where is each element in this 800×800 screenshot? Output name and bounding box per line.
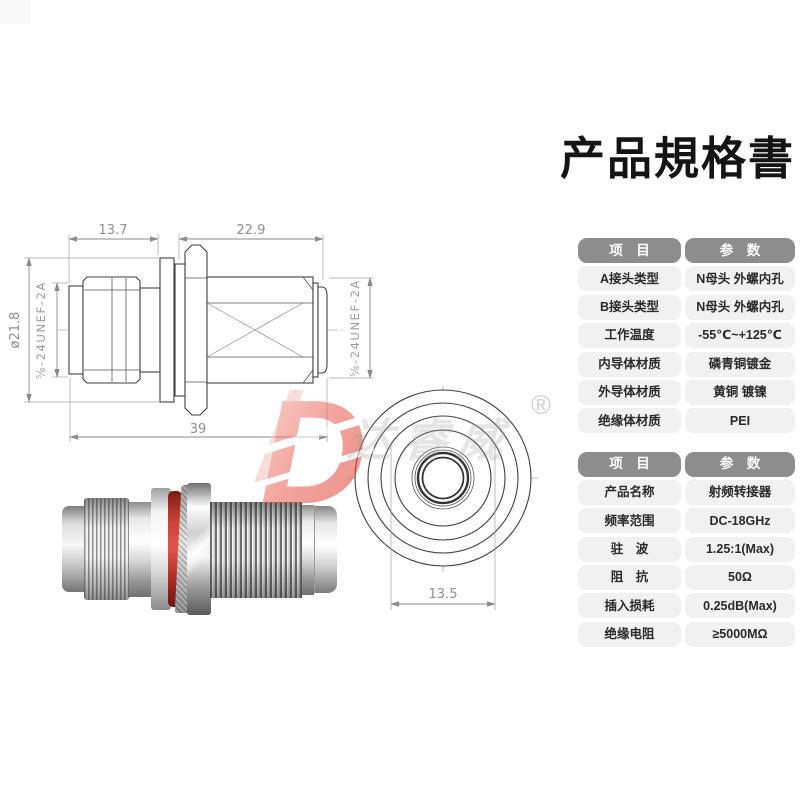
table-row-label: B接头类型 [578, 294, 681, 320]
table-row-value: 磷青铜镀金 [685, 351, 795, 377]
table-row-label: 绝缘体材质 [578, 408, 681, 434]
table-row-label: 频率范围 [578, 508, 681, 534]
col-header-item: 项 目 [578, 238, 681, 263]
table-row-label: 绝缘电阻 [578, 621, 681, 647]
dim-13-7: 13.7 [99, 223, 128, 238]
table-row-label: 插入损耗 [578, 593, 681, 619]
photo-hex-nut [187, 483, 211, 615]
table-row-label: 工作温度 [578, 323, 681, 349]
photo-body-step [129, 502, 155, 597]
col-header-param: 参 数 [685, 238, 795, 263]
flange-washer [159, 257, 175, 403]
photo-flange [151, 488, 171, 610]
col-header-param: 参 数 [685, 451, 795, 477]
front-view: 13.5 [348, 386, 538, 610]
spec-table-interface: 项 目 参 数 A接头类型 N母头 外螺内孔 B接头类型 N母头 外螺内孔 工作… [578, 238, 795, 434]
corner-artifact [0, 0, 30, 24]
table-row-value: ≥5000MΩ [685, 621, 795, 647]
table-row-value: 0.25dB(Max) [685, 593, 795, 619]
dim-13-5: 13.5 [429, 587, 458, 602]
table-row-label: 外导体材质 [578, 379, 681, 405]
table-row-value: DC-18GHz [685, 508, 795, 534]
table-row-value: 50Ω [685, 565, 795, 591]
dim-39: 39 [190, 422, 207, 437]
thread-label-right: ⅝-24UNEF-2A [348, 279, 362, 377]
col-header-item: 项 目 [578, 451, 681, 477]
thread-cross-mark [206, 302, 304, 358]
registered-trademark-icon: ® [531, 390, 551, 420]
spec-table-electrical: 项 目 参 数 产品名称 射频转接器 频率范围 DC-18GHz 驻 波 1.2… [578, 451, 795, 647]
right-step [312, 282, 319, 378]
table-row-label: 内导体材质 [578, 351, 681, 377]
page-title: 产品規格書 [560, 134, 796, 184]
table-row-value: PEI [685, 408, 795, 434]
photo-threaded-barrel [210, 502, 302, 598]
table-row-value: 1.25:1(Max) [685, 536, 795, 562]
thread-label-left: ⅝-24UNEF-2A [34, 281, 48, 379]
hex-nut [184, 244, 208, 416]
coupling-nut-body [82, 276, 141, 384]
brand-watermark-text: 达睿威 [344, 415, 516, 466]
right-end-cap [317, 286, 328, 374]
photo-right-end-cap [314, 506, 337, 593]
table-row-value: 射频转接器 [685, 479, 795, 505]
table-row-value: -55℃~+125℃ [685, 323, 795, 349]
neck [139, 287, 161, 373]
dim-diameter-21-8: ø21.8 [8, 312, 23, 349]
table-row-label: 阻 抗 [578, 565, 681, 591]
table-row-value: N母头 外螺内孔 [685, 294, 795, 320]
dim-22-9: 22.9 [237, 223, 266, 238]
table-row-value: 黄铜 镀镍 [685, 379, 795, 405]
serrated-washer [174, 263, 186, 397]
center-bore [416, 451, 470, 505]
table-row-label: 驻 波 [578, 536, 681, 562]
connector-photo [50, 478, 340, 623]
photo-coupling-nut [84, 498, 129, 600]
photo-right-step [302, 505, 314, 595]
threaded-barrel [206, 276, 314, 384]
table-row-label: 产品名称 [578, 479, 681, 505]
left-end-cap [68, 285, 84, 375]
side-view-outline [68, 244, 328, 416]
table-row-label: A接头类型 [578, 266, 681, 292]
table-row-value: N母头 外螺内孔 [685, 266, 795, 292]
